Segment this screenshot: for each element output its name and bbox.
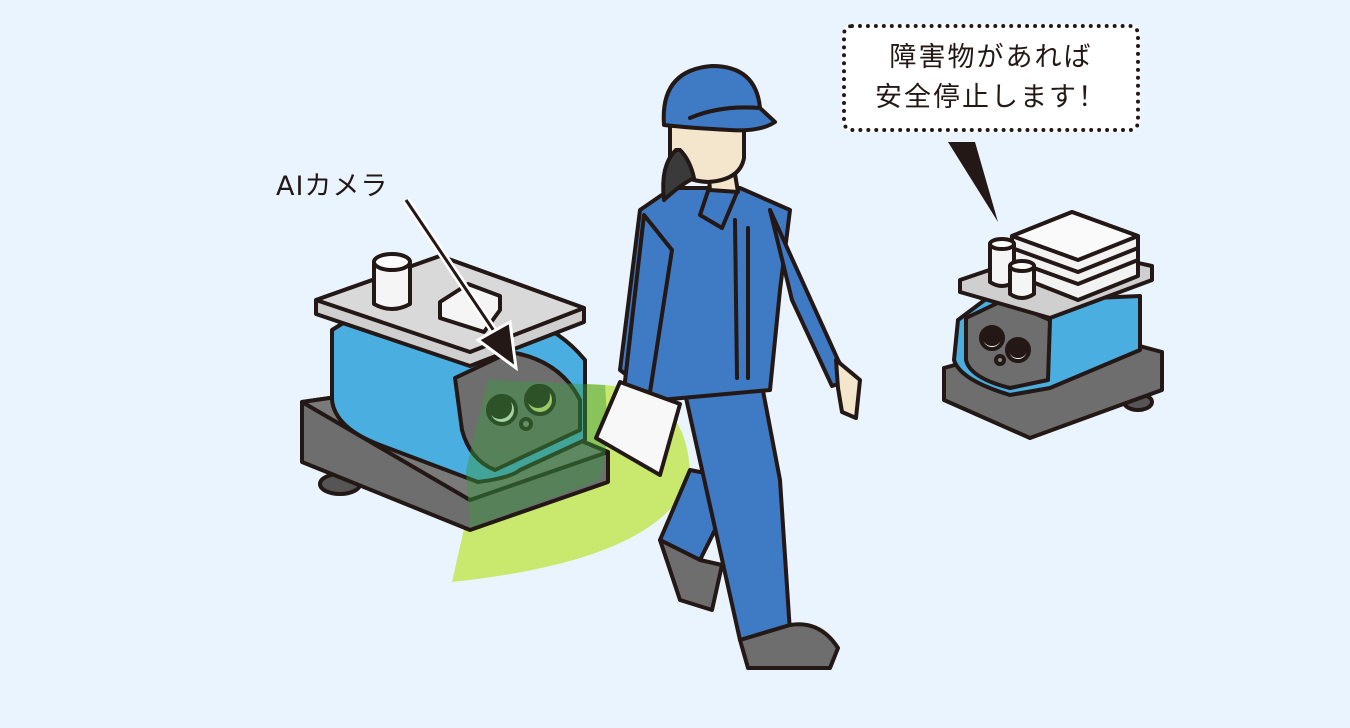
worker: [594, 64, 862, 670]
ai-camera-label: AIカメラ: [276, 171, 389, 202]
speech-bubble-tail: [948, 142, 998, 222]
speech-bubble: 障害物があれば 安全停止します！: [842, 24, 1140, 132]
speech-bubble-line-1: 障害物があれば: [889, 42, 1093, 73]
left-robot: [300, 252, 610, 532]
speech-bubble-line-2: 安全停止します！: [875, 82, 1107, 113]
detection-overlay: [466, 380, 607, 528]
right-robot: [942, 210, 1164, 440]
camera-arrow: [402, 197, 518, 372]
